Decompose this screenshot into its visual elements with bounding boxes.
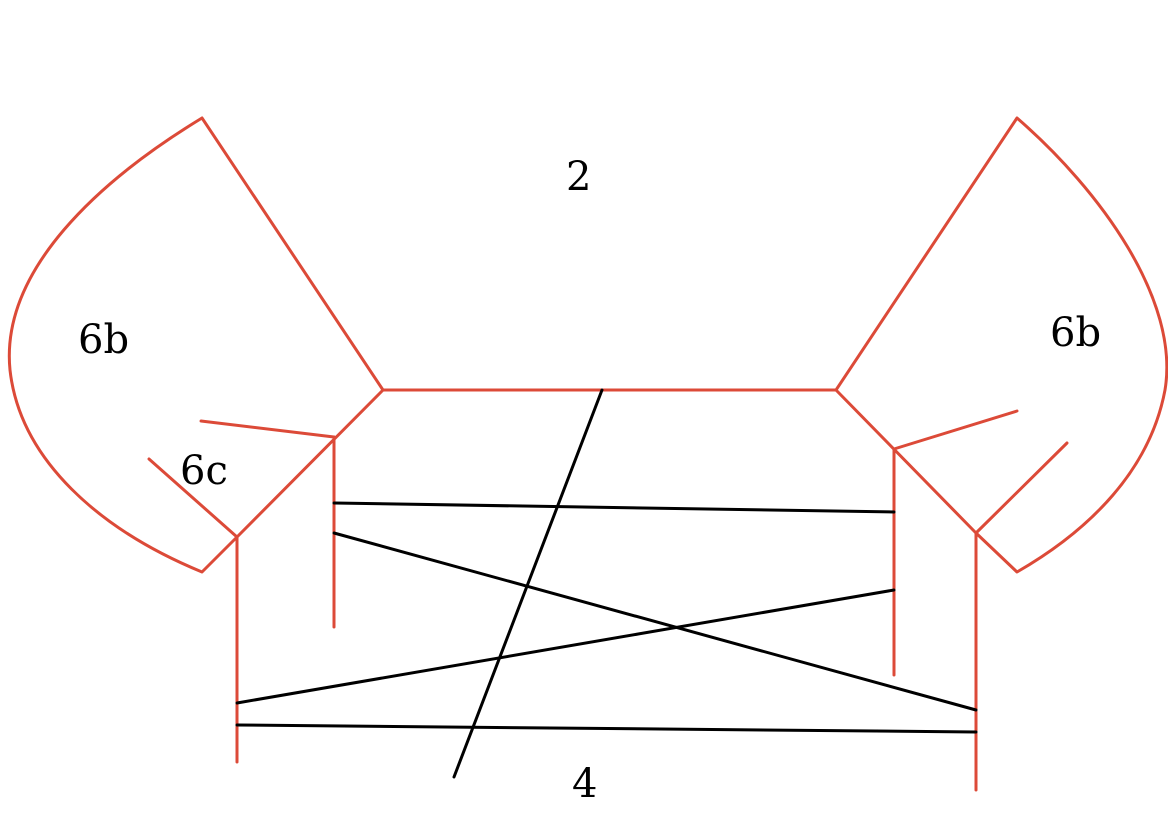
black-line-diagonal-down [332, 531, 978, 712]
label-bottom: 4 [572, 761, 597, 807]
black-line-lower-horizontal [235, 723, 978, 734]
left-lobe-outline [7, 116, 385, 574]
black-line-upper-horizontal [332, 501, 896, 514]
right-lobe-outline [834, 116, 1168, 574]
right-diagonal [834, 388, 978, 535]
right-inner-spur [892, 409, 1019, 451]
left-outer-spur [147, 457, 239, 539]
label-left-lobe: 6b [78, 317, 129, 363]
left-inner-spur [199, 419, 336, 439]
right-outer-spur [974, 441, 1069, 535]
label-left-inner: 6c [180, 448, 228, 494]
left-diagonal [235, 388, 385, 539]
label-right-lobe: 6b [1050, 310, 1101, 356]
black-line-steep-diagonal [452, 388, 604, 779]
black-line-diagonal-up [235, 588, 896, 705]
label-top: 2 [566, 154, 591, 200]
